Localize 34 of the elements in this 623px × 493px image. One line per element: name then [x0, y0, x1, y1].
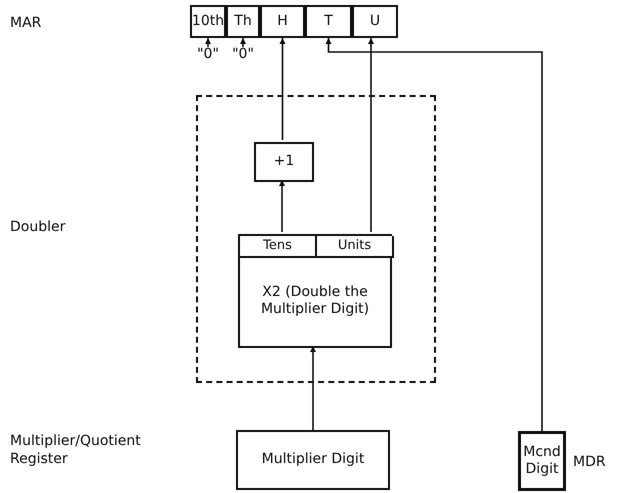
register-cell — [226, 5, 260, 38]
row-label: MAR — [10, 14, 42, 32]
node-text: +1 — [272, 153, 296, 171]
node-text: Mcnd Digit — [522, 444, 562, 478]
node-text: Multiplier Digit — [260, 451, 366, 469]
register-cell — [260, 5, 305, 38]
node-text: "0" — [231, 46, 255, 64]
process-box — [254, 142, 314, 182]
register-cell — [305, 5, 352, 38]
row-label: Doubler — [10, 218, 66, 236]
node-text: T — [323, 12, 334, 30]
node-text: X2 (Double the Multiplier Digit) — [260, 284, 370, 318]
node-text: "0" — [196, 46, 220, 64]
arrow — [368, 38, 374, 232]
process-box — [238, 234, 392, 348]
arrow — [280, 38, 286, 140]
node-text: Units — [336, 238, 372, 254]
node-caption: MDR — [573, 454, 606, 472]
register-cell — [352, 5, 398, 38]
arrow — [205, 38, 211, 47]
node-text: Th — [233, 12, 253, 30]
process-box — [317, 236, 394, 258]
arrow — [326, 38, 543, 431]
node-text: U — [368, 12, 382, 30]
dashed-group-box — [196, 95, 436, 383]
arrow — [310, 346, 316, 430]
node-text: H — [276, 12, 289, 30]
process-box — [236, 430, 390, 490]
node-text: Tens — [262, 238, 293, 254]
arrow — [240, 38, 246, 47]
arrow — [279, 180, 285, 232]
register-cell — [190, 5, 226, 38]
process-box — [240, 236, 317, 258]
row-label: Multiplier/Quotient Register — [10, 432, 142, 468]
